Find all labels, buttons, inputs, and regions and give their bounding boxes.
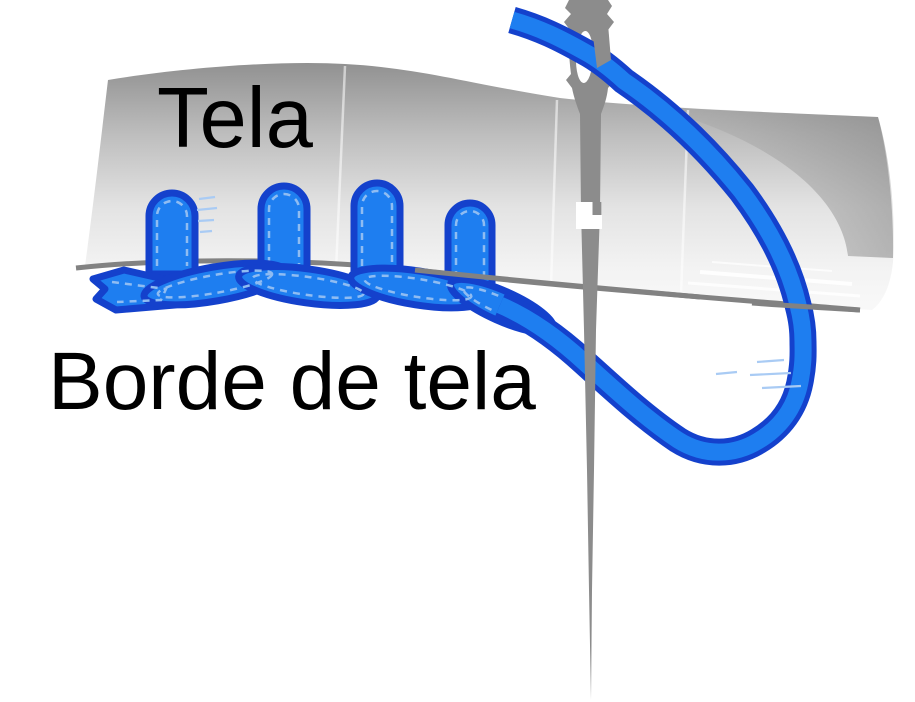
pencil-hatches-left [196,195,218,234]
pencil-hatches-right [715,358,802,390]
thread-lower-loop [494,292,817,466]
needle-notch-tab [592,202,602,215]
fabric-edge-label: Borde de tela [48,336,536,427]
stitch-loop [145,189,199,278]
stitch-loop [257,182,311,276]
needle-body [564,0,614,700]
stitch-loop-highlights [155,189,486,278]
needle-eye-bar [592,24,611,68]
stitch-loop [350,179,404,278]
fabric-label: Tela [157,71,313,166]
fabric-shade-top-right [645,105,894,258]
stitch-loop [444,199,496,290]
stitch-loops [145,179,496,290]
fabric-edge-line-overlay [414,267,701,300]
fabric-edge-line-overlay-right [751,300,861,313]
